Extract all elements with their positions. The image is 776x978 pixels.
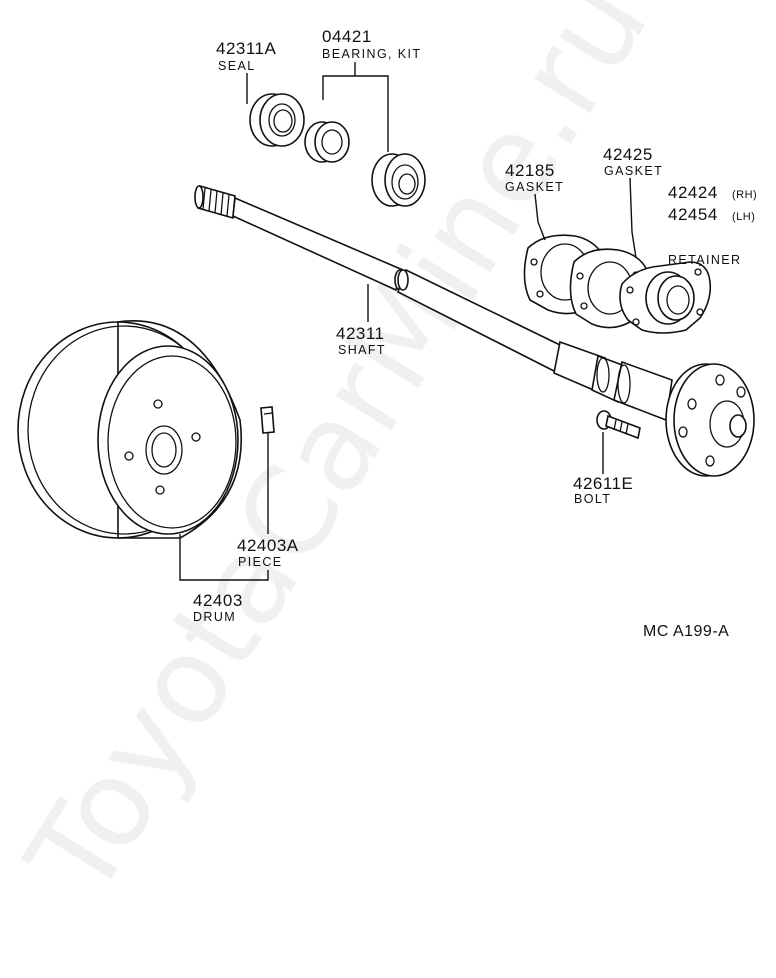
drum-name: DRUM (193, 610, 236, 624)
retainer-rh-side: (RH) (732, 189, 757, 201)
brake-drum-part (17, 320, 242, 539)
gasket-1-number: 42185 (505, 161, 555, 180)
bolt-name: BOLT (574, 492, 611, 506)
axle-shaft-part (194, 184, 755, 477)
bolt-part (596, 410, 641, 440)
drum-number: 42403 (193, 591, 243, 610)
bearing-kit-number: 04421 (322, 27, 372, 46)
piece-number: 42403A (237, 536, 299, 555)
bearing-cup-part (371, 153, 426, 207)
seal-part (249, 93, 305, 147)
shaft-name: SHAFT (338, 343, 386, 357)
piece-name: PIECE (238, 555, 283, 569)
retainer-rh-number: 42424 (668, 183, 718, 202)
seal-name: SEAL (218, 59, 256, 73)
retainer-name: RETAINER (668, 253, 741, 267)
seal-number: 42311A (216, 39, 277, 58)
shaft-number: 42311 (336, 324, 385, 343)
piece-part (260, 406, 275, 434)
gasket-2-number: 42425 (603, 145, 653, 164)
bolt-number: 42611E (573, 474, 633, 493)
gasket-1-name: GASKET (505, 180, 564, 194)
bearing-inner-part (304, 121, 350, 163)
retainer-part (619, 261, 712, 334)
gasket-2-name: GASKET (604, 164, 663, 178)
retainer-lh-side: (LH) (732, 211, 755, 223)
bearing-kit-name: BEARING, KIT (322, 47, 421, 61)
diagram-reference-code: MC A199-A (643, 623, 729, 640)
retainer-lh-number: 42454 (668, 205, 718, 224)
